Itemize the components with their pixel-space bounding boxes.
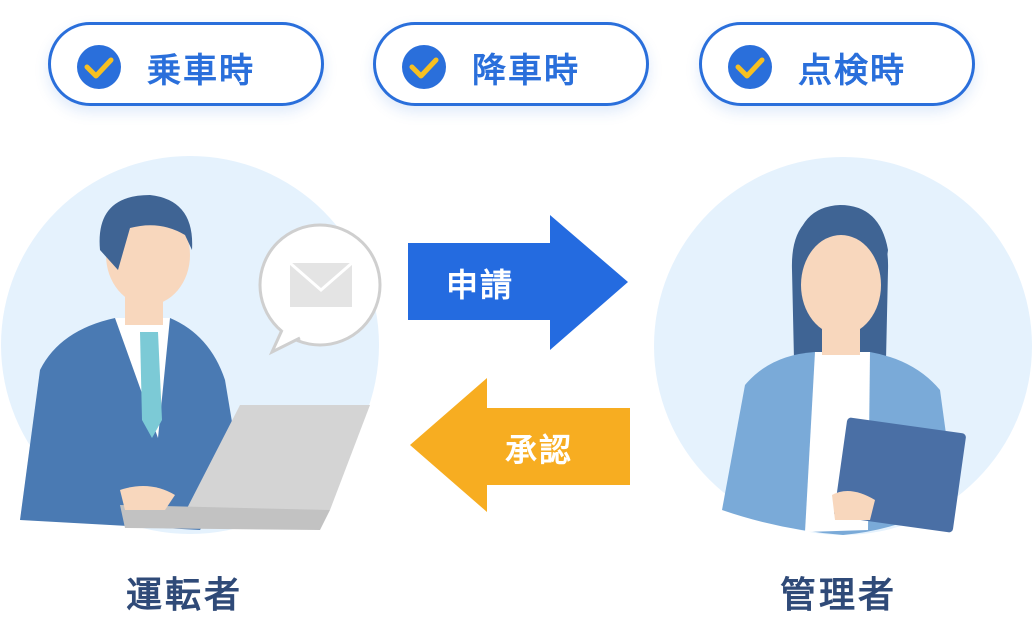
timing-badge-alighting: 降車時 [373, 22, 649, 106]
manager-label: 管理者 [780, 575, 898, 616]
timing-badge-inspection: 点検時 [699, 22, 975, 106]
check-icon [402, 45, 446, 89]
timing-label: 点検時 [798, 51, 906, 91]
request-arrow [408, 215, 628, 350]
check-icon [728, 45, 772, 89]
approval-arrow [410, 378, 630, 512]
timing-label: 乗車時 [147, 51, 255, 91]
timing-badge-boarding: 乗車時 [48, 22, 324, 106]
check-icon [77, 45, 121, 89]
timing-label: 降車時 [472, 51, 580, 91]
driver-figure [20, 195, 370, 530]
request-label: 申請 [446, 266, 515, 304]
mail-bubble [258, 223, 382, 356]
driver-label: 運転者 [126, 575, 244, 616]
approval-label: 承認 [505, 431, 574, 469]
envelope-icon [289, 261, 353, 307]
manager-figure [722, 205, 966, 535]
